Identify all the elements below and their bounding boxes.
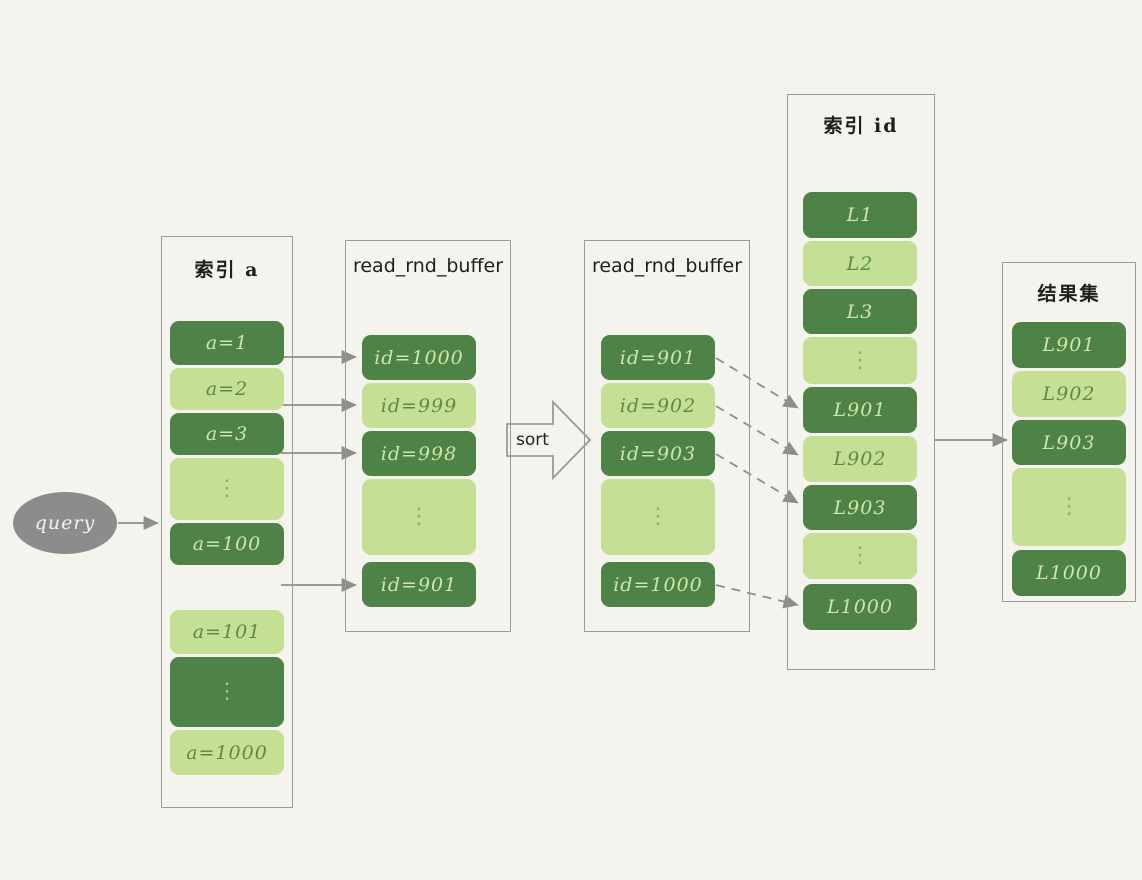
- cell-buf2-id-901[interactable]: id=901: [601, 335, 715, 380]
- cell-label: id=901: [619, 346, 697, 369]
- column-frame-read-rnd-buffer-sorted: read_rnd_buffer: [584, 240, 750, 632]
- cell-label: a=1000: [186, 741, 268, 764]
- cell-idx-l1000[interactable]: L1000: [803, 584, 917, 630]
- cell-label: a=2: [205, 378, 249, 400]
- column-title-read-rnd-buffer-unsorted: read_rnd_buffer: [352, 255, 504, 277]
- ellipsis-icon: ⋮: [216, 476, 238, 502]
- column-frame-index-a: 索引 a: [161, 236, 293, 808]
- column-title-read-rnd-buffer-sorted: read_rnd_buffer: [591, 255, 743, 277]
- cell-idx-l903[interactable]: L903: [803, 485, 917, 530]
- cell-label: L1: [846, 204, 874, 226]
- sort-arrow-glyph: [506, 399, 592, 481]
- column-title-index-a: 索引 a: [194, 259, 260, 281]
- cell-a-1[interactable]: a=1: [170, 321, 284, 365]
- cell-a-2[interactable]: a=2: [170, 368, 284, 410]
- query-node-label: query: [34, 512, 96, 534]
- cell-idx-l1[interactable]: L1: [803, 192, 917, 238]
- cell-buf1-id-1000[interactable]: id=1000: [362, 335, 476, 380]
- cell-res-gap[interactable]: ⋮: [1012, 468, 1126, 546]
- cell-label: L3: [846, 300, 874, 323]
- cell-label: id=999: [380, 394, 458, 417]
- ellipsis-icon: ⋮: [647, 504, 669, 530]
- cell-label: L2: [846, 252, 874, 275]
- cell-label: L902: [1042, 383, 1096, 405]
- column-frame-read-rnd-buffer-unsorted: read_rnd_buffer: [345, 240, 511, 632]
- cell-label: a=1: [205, 332, 249, 354]
- column-frame-result-set: 结果集: [1002, 262, 1136, 602]
- cell-label: id=902: [619, 394, 697, 417]
- sort-arrow: sort: [506, 398, 592, 482]
- cell-label: L901: [1042, 334, 1096, 356]
- cell-idx-l2[interactable]: L2: [803, 241, 917, 286]
- column-title-result-set: 结果集: [1037, 283, 1101, 305]
- cell-label: a=101: [192, 621, 262, 643]
- cell-label: L903: [833, 496, 887, 519]
- cell-buf1-gap[interactable]: ⋮: [362, 479, 476, 555]
- cell-label: L1000: [1036, 562, 1102, 584]
- cell-label: L1000: [827, 596, 893, 618]
- cell-res-l902[interactable]: L902: [1012, 371, 1126, 417]
- cell-a-gap1[interactable]: ⋮: [170, 458, 284, 520]
- cell-a-1000[interactable]: a=1000: [170, 730, 284, 775]
- cell-idx-gap2[interactable]: ⋮: [803, 533, 917, 579]
- cell-buf2-id-1000[interactable]: id=1000: [601, 562, 715, 607]
- cell-res-l901[interactable]: L901: [1012, 322, 1126, 368]
- cell-label: id=1000: [374, 346, 464, 369]
- cell-idx-l3[interactable]: L3: [803, 289, 917, 334]
- cell-label: id=901: [380, 573, 458, 596]
- cell-label: L902: [833, 448, 887, 470]
- cell-buf2-gap[interactable]: ⋮: [601, 479, 715, 555]
- column-frame-index-id: 索引 id: [787, 94, 935, 670]
- cell-buf1-id-901[interactable]: id=901: [362, 562, 476, 607]
- ellipsis-icon: ⋮: [849, 543, 871, 569]
- ellipsis-icon: ⋮: [216, 679, 238, 705]
- cell-label: id=1000: [613, 573, 703, 596]
- cell-a-101[interactable]: a=101: [170, 610, 284, 654]
- cell-idx-gap1[interactable]: ⋮: [803, 337, 917, 384]
- column-title-index-id: 索引 id: [823, 115, 899, 137]
- ellipsis-icon: ⋮: [408, 504, 430, 530]
- cell-idx-l901[interactable]: L901: [803, 387, 917, 433]
- query-node[interactable]: query: [13, 492, 117, 554]
- cell-a-100[interactable]: a=100: [170, 523, 284, 565]
- cell-label: L901: [833, 399, 887, 421]
- ellipsis-icon: ⋮: [849, 347, 871, 373]
- ellipsis-icon: ⋮: [1058, 494, 1080, 520]
- cell-a-gap2[interactable]: ⋮: [170, 657, 284, 727]
- cell-buf2-id-902[interactable]: id=902: [601, 383, 715, 428]
- sort-arrow-label: sort: [516, 430, 549, 450]
- cell-label: a=3: [205, 423, 249, 445]
- cell-idx-l902[interactable]: L902: [803, 436, 917, 482]
- cell-buf2-id-903[interactable]: id=903: [601, 431, 715, 476]
- cell-buf1-id-999[interactable]: id=999: [362, 383, 476, 428]
- cell-label: id=998: [380, 442, 458, 465]
- cell-res-l903[interactable]: L903: [1012, 420, 1126, 465]
- cell-label: L903: [1042, 431, 1096, 454]
- cell-label: id=903: [619, 442, 697, 465]
- cell-a-3[interactable]: a=3: [170, 413, 284, 455]
- cell-label: a=100: [192, 533, 262, 555]
- cell-buf1-id-998[interactable]: id=998: [362, 431, 476, 476]
- cell-res-l1000[interactable]: L1000: [1012, 550, 1126, 596]
